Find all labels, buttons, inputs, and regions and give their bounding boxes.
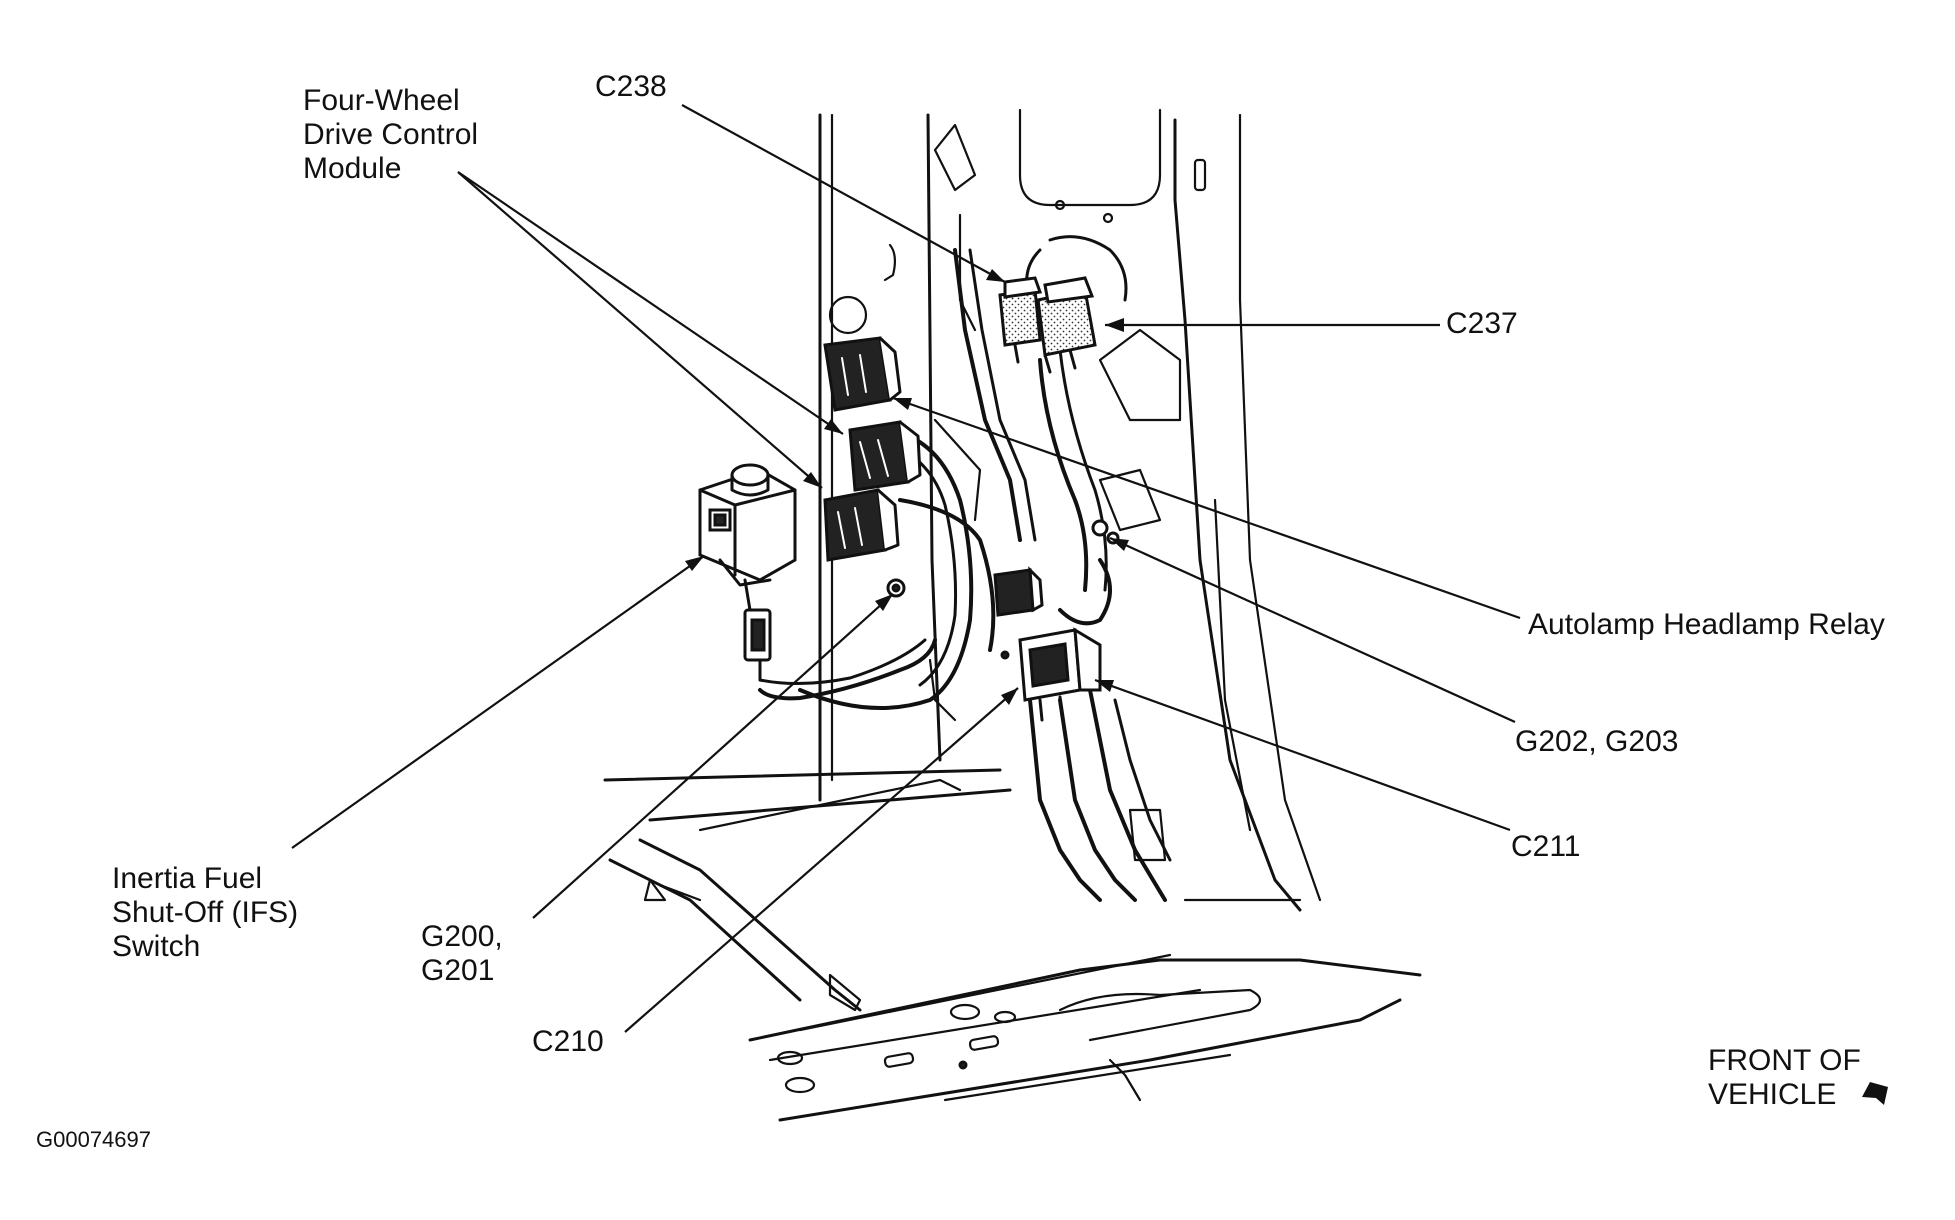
front-of-vehicle-label: FRONT OF VEHICLE [1708, 1044, 1861, 1112]
label-line: Switch [112, 930, 201, 963]
label-line: VEHICLE [1708, 1078, 1837, 1111]
front-of-vehicle-arrow-icon [1862, 1082, 1888, 1105]
c210-label: C210 [532, 1025, 604, 1058]
c211-label: C211 [1511, 830, 1581, 863]
label-line: G201 [421, 954, 495, 987]
floor-pan [603, 768, 1422, 1122]
ifs-switch-drawing [698, 463, 797, 662]
leader-lines [291, 104, 1521, 1033]
figure-id: G00074697 [36, 1127, 151, 1152]
label-line: Inertia Fuel [112, 862, 263, 895]
label-line: Drive Control [303, 118, 479, 151]
four-wheel-drive-control-module-label: Four-Wheel Drive Control Module [303, 84, 478, 186]
c237-label: C237 [1446, 307, 1518, 340]
c237-c238-connectors [998, 276, 1097, 374]
g202-g203-label: G202, G203 [1515, 725, 1679, 758]
wiring-harness [758, 235, 1172, 902]
c210-c211-connectors [1018, 627, 1102, 722]
label-line: Module [303, 152, 402, 185]
g200-g201-label: G200, G201 [421, 920, 503, 988]
relay-and-grounds [886, 519, 1120, 660]
label-line: Four-Wheel [303, 84, 460, 117]
autolamp-headlamp-relay-label: Autolamp Headlamp Relay [1528, 608, 1885, 641]
fwd-module-connectors [823, 336, 922, 562]
label-line: Shut-Off (IFS) [112, 896, 299, 929]
label-line: FRONT OF [1708, 1044, 1861, 1077]
label-line: G200, [421, 920, 503, 953]
c238-label: C238 [595, 70, 667, 103]
inertia-fuel-shutoff-switch-label: Inertia Fuel Shut-Off (IFS) Switch [112, 862, 298, 964]
